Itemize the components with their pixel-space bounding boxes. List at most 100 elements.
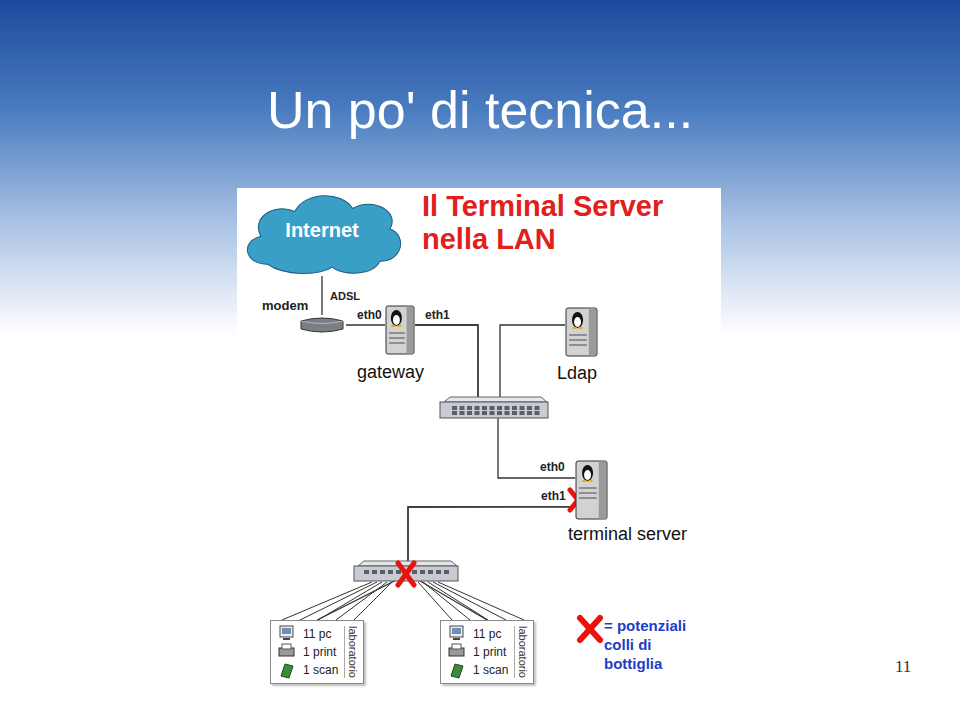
- fan-cable: [354, 582, 392, 620]
- legend-sample: [576, 614, 604, 644]
- port: [460, 406, 465, 410]
- server-icon: [565, 307, 598, 357]
- port: [475, 411, 480, 415]
- penguin-body: [391, 310, 402, 326]
- port: [396, 570, 401, 574]
- port: [460, 411, 465, 415]
- fan-cable: [423, 582, 470, 620]
- penguin-feet: [391, 325, 401, 327]
- port-label: eth1: [425, 309, 450, 323]
- lab-item: 1 print: [303, 643, 338, 661]
- port: [364, 570, 369, 574]
- lab-list: 11 pc1 print1 scan: [473, 625, 508, 679]
- port: [505, 411, 510, 415]
- port-label: eth1: [541, 490, 566, 504]
- network-cable: [321, 276, 322, 315]
- switch-top: [358, 561, 457, 566]
- server-case: [566, 308, 597, 356]
- penguin-belly: [584, 470, 591, 480]
- port: [428, 570, 433, 574]
- port: [372, 570, 377, 574]
- network-cable: [317, 507, 575, 620]
- fan-cable: [300, 582, 377, 620]
- port: [512, 406, 517, 410]
- server-side: [407, 307, 413, 354]
- port: [505, 406, 510, 410]
- cloud-node: Internet: [237, 188, 407, 276]
- network-cable: [415, 325, 565, 410]
- lab-name: laboratorio: [514, 626, 529, 678]
- port: [482, 411, 487, 415]
- port-label: eth0: [540, 461, 565, 475]
- server-label: gateway: [357, 362, 424, 383]
- port: [412, 570, 417, 574]
- pc-icon: [450, 626, 463, 637]
- port: [482, 406, 487, 410]
- server-case: [576, 461, 607, 519]
- slide-title: Un po' di tecnica...: [0, 80, 960, 140]
- port: [520, 406, 525, 410]
- lab-list: 11 pc1 print1 scan: [303, 625, 338, 679]
- penguin-feet: [583, 480, 593, 482]
- port: [490, 406, 495, 410]
- penguin-belly: [574, 317, 581, 327]
- port: [535, 406, 540, 410]
- drive-slot: [579, 492, 597, 494]
- lab-name: laboratorio: [344, 626, 359, 678]
- red-x: [580, 618, 600, 640]
- picture-heading: Il Terminal Server nella LAN: [422, 190, 718, 257]
- port: [475, 406, 480, 410]
- port: [380, 570, 385, 574]
- port: [520, 411, 525, 415]
- server-icon: [575, 460, 608, 520]
- scanner-icon: [281, 664, 293, 678]
- cloud-label: Internet: [285, 219, 358, 242]
- port: [420, 570, 425, 574]
- pc-screen: [282, 628, 291, 634]
- port: [452, 411, 457, 415]
- port: [388, 570, 393, 574]
- port: [497, 411, 502, 415]
- switch-1: [440, 397, 548, 418]
- fan-cable: [336, 582, 387, 620]
- modem-body: [301, 318, 343, 332]
- red-x: [398, 563, 414, 585]
- lab-box: 11 pc1 print1 scan laboratorio: [270, 620, 364, 684]
- port: [444, 570, 449, 574]
- penguin-belly: [393, 315, 400, 325]
- server-side: [599, 462, 606, 519]
- modem-label: modem: [262, 298, 308, 313]
- port: [512, 411, 517, 415]
- device-icons: [447, 624, 467, 680]
- printer-paper: [452, 644, 461, 649]
- server-label: terminal server: [568, 524, 687, 545]
- drive-slot: [579, 487, 597, 489]
- switch-body: [440, 402, 548, 418]
- port: [452, 406, 457, 410]
- device-icons: [277, 624, 297, 680]
- lab-item: 1 scan: [473, 661, 508, 679]
- edge-label: ADSL: [330, 290, 360, 302]
- drive-slot: [569, 339, 587, 341]
- fan-cable: [433, 582, 506, 620]
- switch-top: [444, 397, 547, 402]
- drive-slot: [389, 337, 405, 339]
- cloud-outline: [247, 196, 400, 274]
- switch-ports: [452, 406, 540, 415]
- port: [527, 406, 532, 410]
- port: [535, 411, 540, 415]
- lab-item: 1 scan: [303, 661, 338, 679]
- page-number: 11: [895, 657, 911, 677]
- fan-cables: [282, 582, 524, 620]
- penguin-body: [582, 465, 593, 481]
- legend: = potenziali colli di bottiglia: [576, 614, 708, 673]
- drive-slot: [389, 342, 405, 344]
- lab-item: 11 pc: [303, 625, 338, 643]
- port: [490, 411, 495, 415]
- port: [467, 411, 472, 415]
- lab-item: 1 print: [473, 643, 508, 661]
- modem-icon: [298, 315, 346, 335]
- server-case: [386, 306, 414, 354]
- pc-base: [283, 638, 290, 640]
